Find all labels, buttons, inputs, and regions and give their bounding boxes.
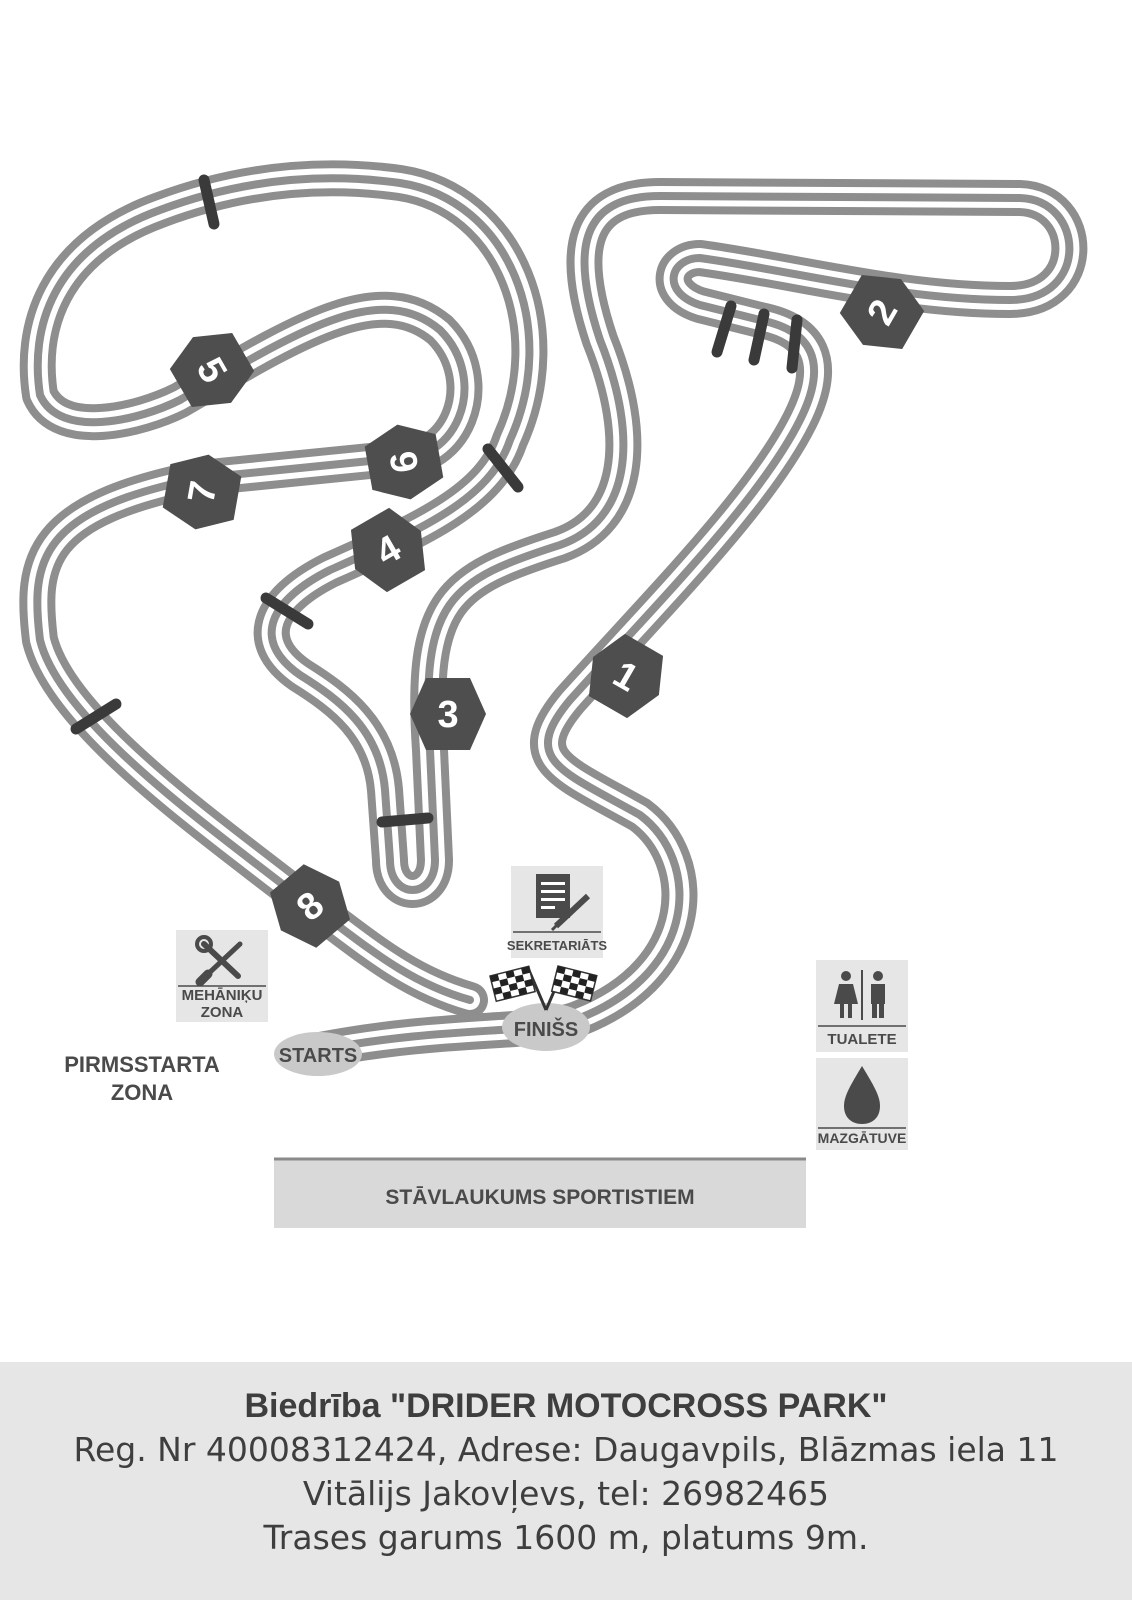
secretariat-panel: SEKRETARIĀTS: [507, 866, 607, 958]
parking-area: STĀVLAUKUMS SPORTISTIEM: [274, 1157, 806, 1228]
svg-text:STĀVLAUKUMS SPORTISTIEM: STĀVLAUKUMS SPORTISTIEM: [385, 1186, 694, 1209]
marker-2: 2: [831, 261, 933, 363]
marker-5: 5: [161, 319, 263, 421]
svg-text:3: 3: [437, 694, 458, 736]
svg-text:TUALETE: TUALETE: [827, 1031, 896, 1048]
water-drop-icon: [844, 1066, 880, 1124]
wrench-screwdriver-icon: [195, 935, 243, 987]
footer-info-panel: Biedrība "DRIDER MOTOCROSS PARK" Reg. Nr…: [0, 1362, 1132, 1600]
prestart-zone-label: PIRMSSTARTA ZONA: [64, 1052, 220, 1105]
toilet-panel: TUALETE: [816, 960, 908, 1052]
svg-text:FINIŠS: FINIŠS: [514, 1017, 578, 1041]
svg-text:STARTS: STARTS: [279, 1045, 358, 1067]
track-info: Trases garums 1600 m, platums 9m.: [263, 1518, 869, 1557]
document-pen-icon: [536, 874, 591, 932]
toilet-people-icon: [834, 970, 885, 1020]
marker-3: 3: [410, 678, 486, 750]
track-bars: [70, 174, 803, 828]
finish-zone: FINIŠS: [489, 965, 598, 1051]
svg-text:MEHĀNIĶU: MEHĀNIĶU: [182, 987, 263, 1004]
marker-7: 7: [159, 448, 245, 536]
svg-text:MAZGĀTUVE: MAZGĀTUVE: [818, 1130, 907, 1146]
marker-6: 6: [361, 418, 447, 506]
marker-1: 1: [575, 625, 677, 727]
start-zone: STARTS: [274, 1032, 362, 1076]
organization-name: Biedrība "DRIDER MOTOCROSS PARK": [244, 1387, 888, 1425]
contact-person: Vitālijs Jakovļevs, tel: 26982465: [302, 1474, 830, 1513]
marker-4: 4: [337, 499, 439, 601]
checkered-flags-icon: [489, 965, 598, 1011]
mechanics-zone-panel: MEHĀNIĶU ZONA: [176, 930, 268, 1022]
registration-address: Reg. Nr 40008312424, Adrese: Daugavpils,…: [73, 1430, 1059, 1469]
svg-text:ZONA: ZONA: [111, 1080, 173, 1105]
marker-8: 8: [257, 853, 363, 959]
svg-text:PIRMSSTARTA: PIRMSSTARTA: [64, 1052, 220, 1077]
track-map: 1 2 3 4 5 6 7 8 STARTS: [0, 0, 1132, 1228]
svg-text:ZONA: ZONA: [201, 1004, 244, 1021]
svg-text:SEKRETARIĀTS: SEKRETARIĀTS: [507, 938, 607, 953]
wash-panel: MAZGĀTUVE: [816, 1058, 908, 1150]
